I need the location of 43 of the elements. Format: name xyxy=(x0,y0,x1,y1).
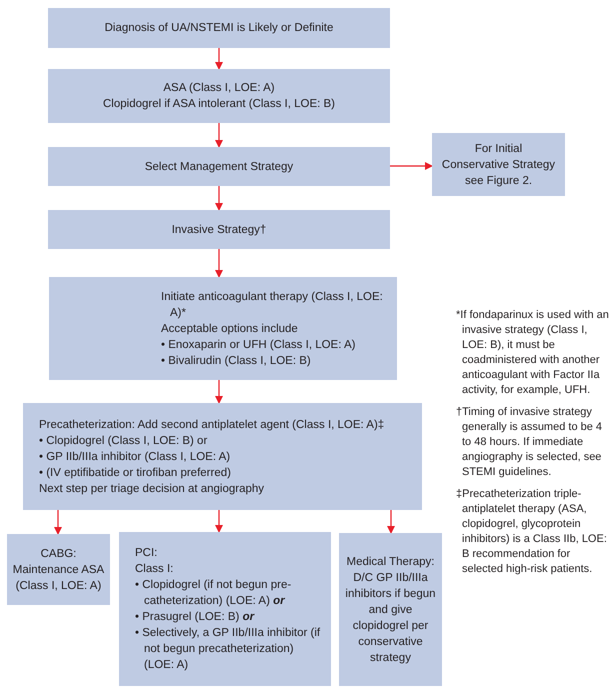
box-text: • Selectively, a GP IIb/IIIa inhibitor (if not begun precatheterization) (LOE: A) xyxy=(135,626,322,673)
box-text: PCI: xyxy=(135,546,158,561)
process-box xyxy=(48,147,390,186)
box-text: Medical Therapy: D/C GP IIb/IIIa inhibitors if begun and give clopidogrel per conservative strategy xyxy=(344,554,437,666)
process-box xyxy=(432,133,565,196)
process-box xyxy=(49,277,397,380)
box-text: • GP IIb/IIIa inhibitor (Class I, LOE: A) xyxy=(39,450,230,464)
box-text: Precatheterization: Add second antiplatelet agent (Class I, LOE: A)‡ xyxy=(39,418,384,432)
box-text: • Bivalirudin (Class I, LOE: B) xyxy=(161,354,311,368)
box-text: Class I: xyxy=(135,562,174,577)
arrow xyxy=(215,380,223,404)
box-text: • Enoxaparin or UFH (Class I, LOE: A) xyxy=(161,338,356,352)
footnote: ‡Precatheterization triple-antiplatelet therapy (ASA, clopidogrel, glycoprotein inhibitors) is a Class IIb, LOE: B recommendation for selected high-risk patients. xyxy=(456,487,608,577)
box-text: • Clopidogrel (Class I, LOE: B) or xyxy=(39,434,208,448)
arrow xyxy=(54,510,62,535)
process-box xyxy=(339,533,442,686)
box-text: Initiate anticoagulant therapy (Class I, LOE: A)* xyxy=(161,290,384,320)
footnote: †Timing of invasive strategy generally is assumed to be 4 to 48 hours. If immediate angiography is selected, see STEMI guidelines. xyxy=(456,405,604,480)
process-box xyxy=(48,8,390,48)
arrow xyxy=(387,510,395,534)
box-text: CABG: Maintenance ASA (Class I, LOE: A) xyxy=(12,546,106,594)
box-text: Next step per triage decision at angiography xyxy=(39,482,264,496)
process-box xyxy=(119,532,331,686)
process-box xyxy=(7,534,110,605)
box-text: Clopidogrel if ASA intolerant (Class I, LOE: B) xyxy=(102,97,336,112)
box-text: Invasive Strategy† xyxy=(172,222,266,238)
arrow xyxy=(390,162,433,170)
arrow xyxy=(215,510,223,533)
box-text: ASA (Class I, LOE: A) xyxy=(163,81,275,96)
process-box xyxy=(48,69,390,123)
process-box xyxy=(48,210,390,249)
box-text: Select Management Strategy xyxy=(144,160,294,174)
box-text: • Prasugrel (LOE: B) or xyxy=(135,610,254,625)
box-text: • (IV eptifibatide or tirofiban preferred) xyxy=(39,466,231,480)
box-text: For Initial Conservative Strategy see Figure 2. xyxy=(440,142,556,188)
box-text: Diagnosis of UA/NSTEMI is Likely or Definite xyxy=(104,21,334,36)
arrow xyxy=(215,48,223,70)
process-box xyxy=(23,403,422,510)
arrow xyxy=(215,123,223,148)
arrow xyxy=(215,249,223,278)
box-text: Acceptable options include xyxy=(161,322,298,336)
arrow xyxy=(215,186,223,211)
footnote: *If fondaparinux is used with an invasive strategy (Class I, LOE: B), it must be coadministered with another anticoagulant with Factor IIa activity, for example, UFH. xyxy=(456,308,610,398)
